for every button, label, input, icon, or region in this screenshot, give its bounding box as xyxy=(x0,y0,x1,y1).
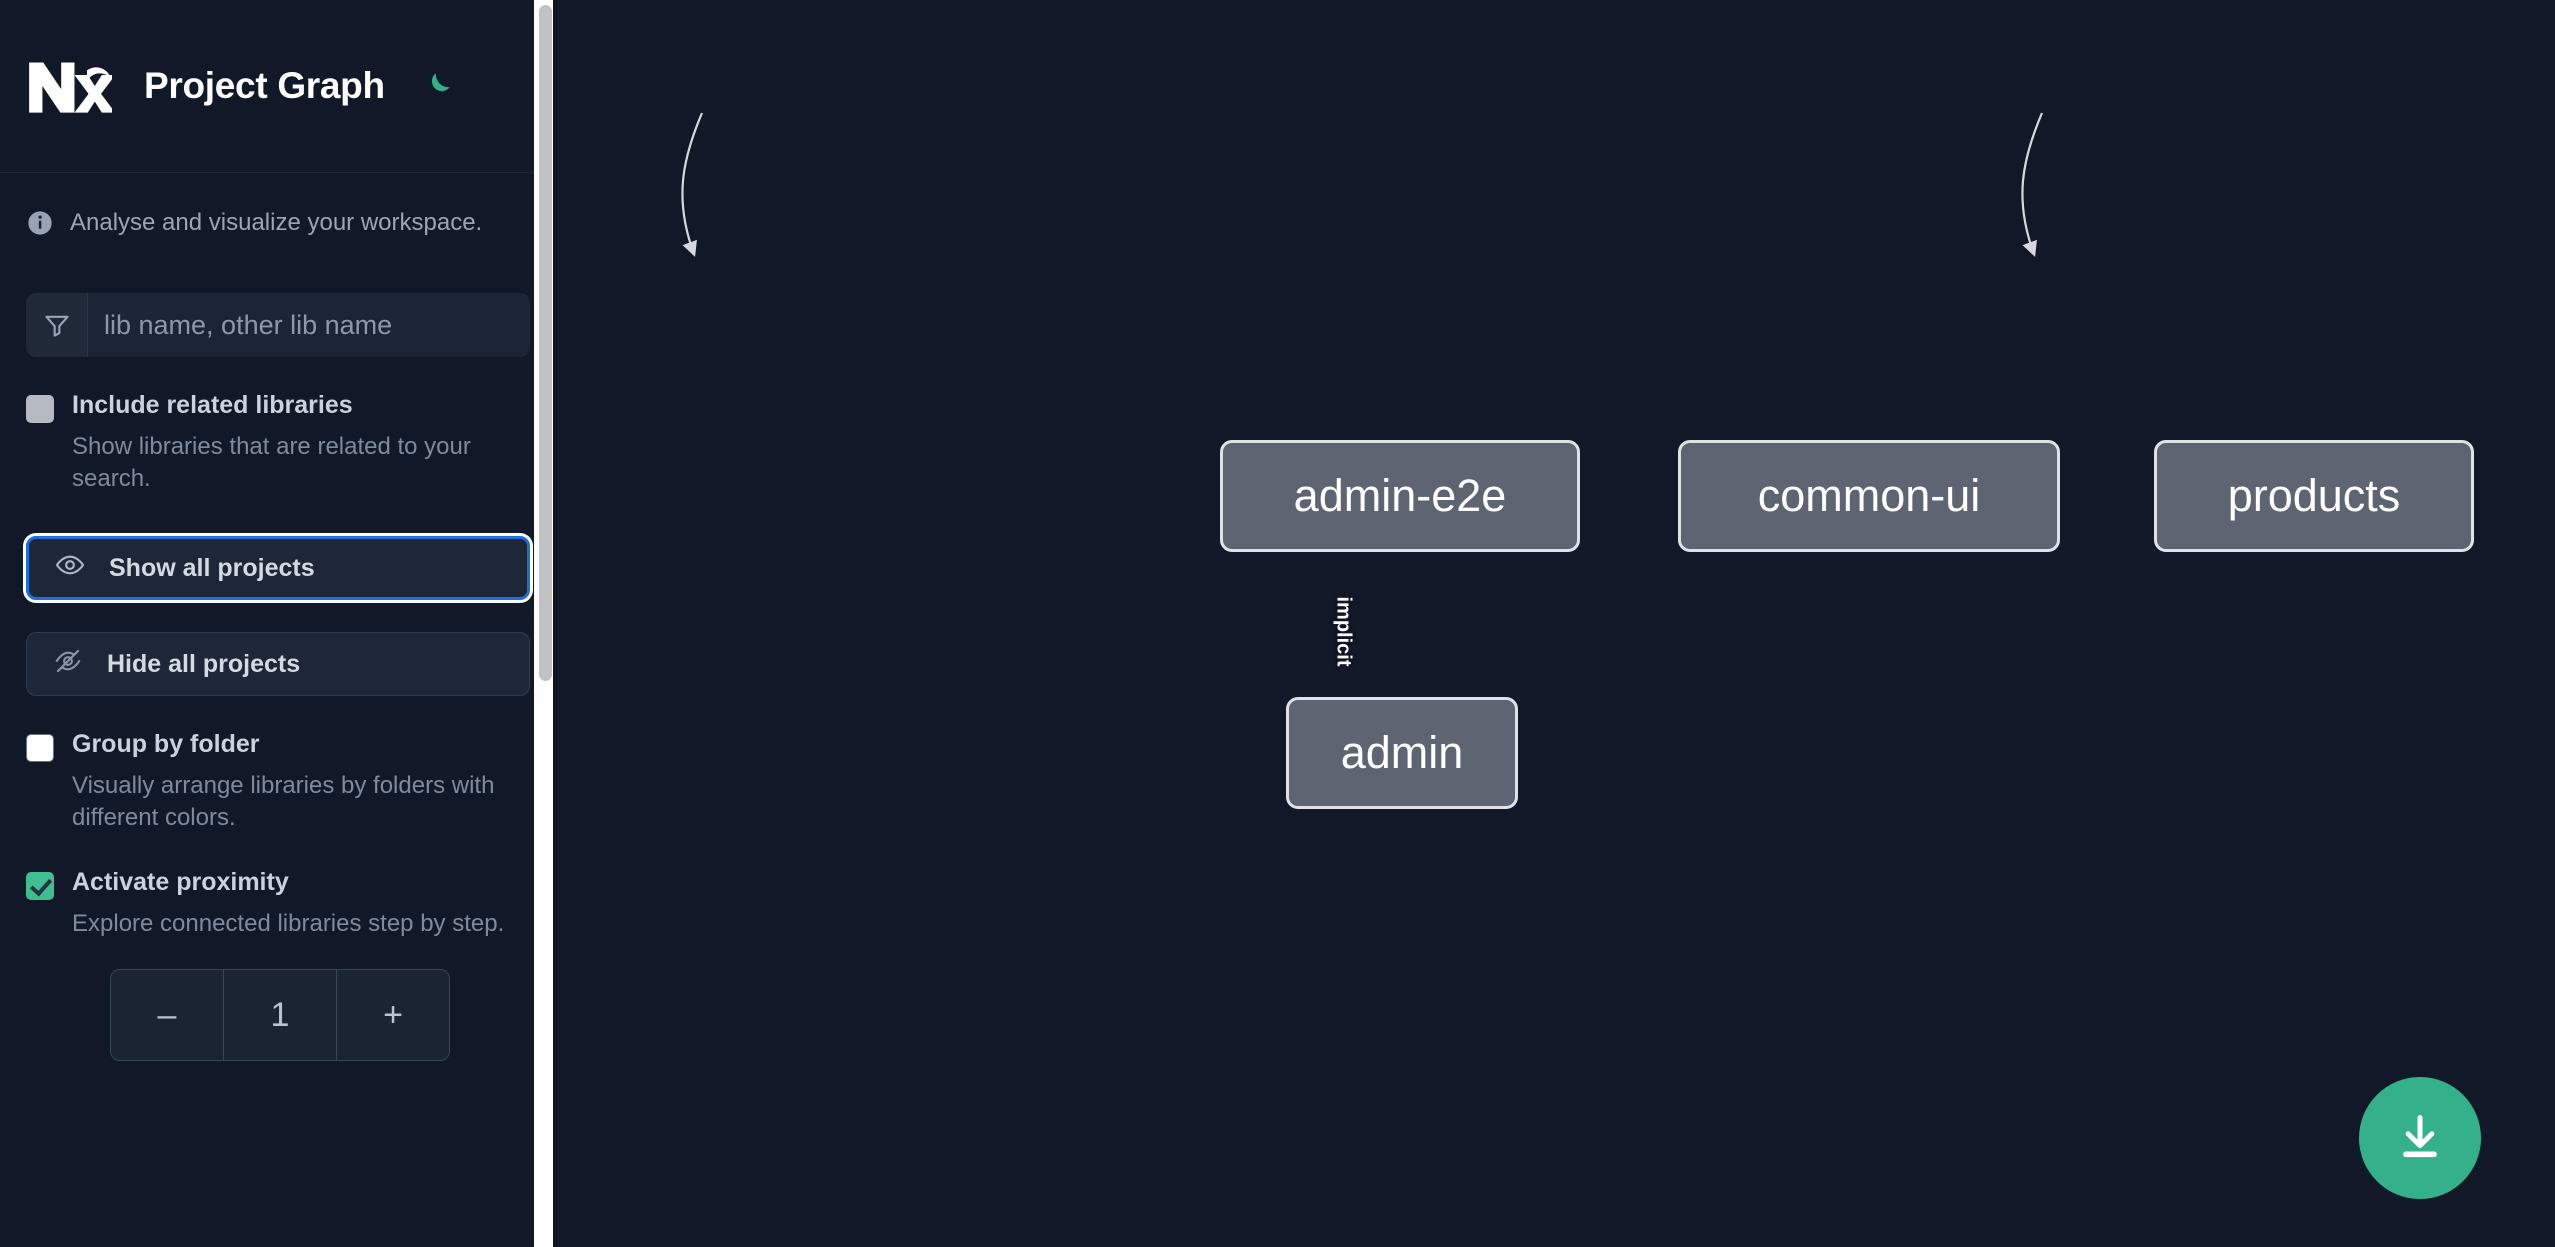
graph-node-label: admin-e2e xyxy=(1293,470,1507,521)
option-group-by-folder[interactable]: Group by folder Visually arrange librari… xyxy=(0,730,556,833)
graph-node-admin-e2e[interactable]: admin-e2e xyxy=(1220,440,1580,552)
download-icon xyxy=(2394,1111,2446,1166)
download-graph-button[interactable] xyxy=(2359,1077,2481,1199)
option-activate-proximity[interactable]: Activate proximity Explore connected lib… xyxy=(0,868,556,940)
option-label: Include related libraries xyxy=(72,391,353,419)
stepper-value: 1 xyxy=(223,970,337,1061)
graph-node-label: products xyxy=(2227,470,2401,521)
option-include-related-libraries[interactable]: Include related libraries Show libraries… xyxy=(0,391,556,494)
edge-admin-e2e-to-admin xyxy=(681,112,704,257)
graph-canvas[interactable]: admin-e2e common-ui products store-e2e a… xyxy=(556,0,2555,1247)
page-title: Project Graph xyxy=(144,65,385,106)
checkbox-include-related-libraries[interactable] xyxy=(26,395,54,423)
eye-icon xyxy=(55,550,85,587)
hide-all-projects-button[interactable]: Hide all projects xyxy=(26,632,530,697)
search-input[interactable] xyxy=(88,293,530,357)
show-all-projects-label: Show all projects xyxy=(109,553,315,582)
graph-node-products[interactable]: products xyxy=(2154,440,2474,552)
graph-node-admin[interactable]: admin xyxy=(1286,697,1518,809)
checkbox-group-by-folder[interactable] xyxy=(26,734,54,763)
workspace-info: Analyse and visualize your workspace. xyxy=(0,173,556,237)
project-visibility-buttons: Show all projects Hide all projects xyxy=(0,536,556,697)
moon-icon[interactable] xyxy=(417,66,457,106)
option-label: Activate proximity xyxy=(72,867,289,896)
funnel-icon xyxy=(26,293,88,357)
sidebar: Project Graph Analyse and visualize your… xyxy=(0,0,556,1247)
eye-off-icon xyxy=(53,646,83,683)
stepper-decrement-button[interactable]: – xyxy=(111,970,223,1061)
option-description: Show libraries that are related to your … xyxy=(72,433,471,492)
workspace-info-text: Analyse and visualize your workspace. xyxy=(70,209,483,236)
stepper-increment-button[interactable]: + xyxy=(337,970,449,1061)
option-label: Group by folder xyxy=(72,730,260,759)
checkbox-activate-proximity[interactable] xyxy=(26,871,54,900)
filter-search-box[interactable] xyxy=(26,293,530,357)
sidebar-scrollbar-track[interactable] xyxy=(534,0,556,1247)
edge-store-e2e-to-store xyxy=(2021,112,2044,257)
graph-node-common-ui[interactable]: common-ui xyxy=(1678,440,2060,552)
option-description: Explore connected libraries step by step… xyxy=(72,909,505,937)
graph-node-label: admin xyxy=(1340,727,1464,778)
sidebar-edge xyxy=(553,0,556,1247)
graph-node-label: common-ui xyxy=(1757,470,1981,521)
show-all-projects-button[interactable]: Show all projects xyxy=(26,536,530,601)
info-circle-icon xyxy=(26,209,54,237)
sidebar-scrollbar-thumb[interactable] xyxy=(539,5,552,681)
nx-logo-icon xyxy=(26,56,116,116)
option-description: Visually arrange libraries by folders wi… xyxy=(72,772,495,832)
sidebar-header: Project Graph xyxy=(0,0,556,173)
proximity-stepper[interactable]: – 1 + xyxy=(110,969,450,1062)
graph-edges-layer xyxy=(681,112,2044,257)
hide-all-projects-label: Hide all projects xyxy=(107,649,301,678)
